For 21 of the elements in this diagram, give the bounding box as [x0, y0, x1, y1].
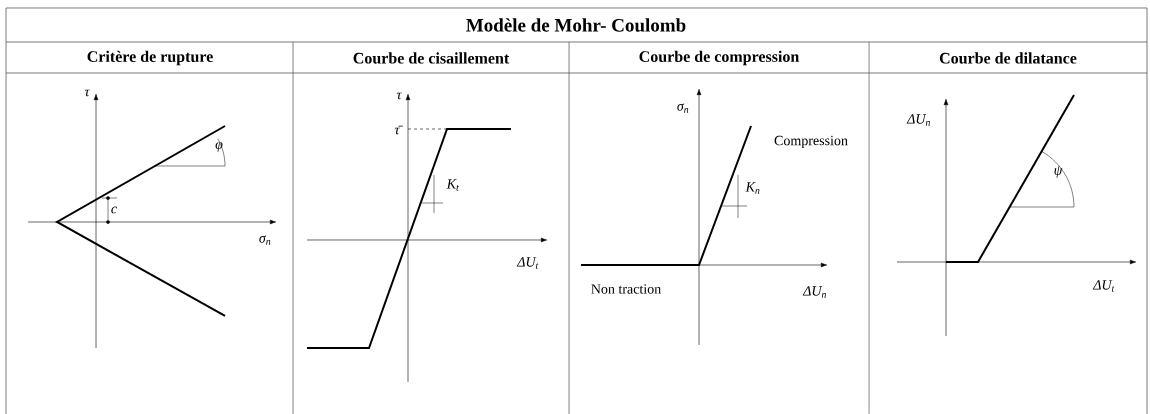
column-header: Courbe de compression	[639, 50, 800, 66]
angle-label: φ	[215, 142, 223, 152]
axis-label: ΔU$_{t}$	[516, 257, 539, 269]
slope-label: K$_{n}$	[745, 182, 760, 194]
column-header: Courbe de cisaillement	[353, 52, 510, 64]
angle-label: ψ	[1054, 166, 1063, 178]
column-header: Critère de rupture	[87, 50, 213, 66]
axis-label: ΔU$_{n}$	[906, 114, 930, 126]
value-label: τ̄	[394, 125, 403, 135]
table-title: Modèle de Mohr- Coulomb	[466, 18, 686, 32]
axis-label: ΔU$_{n}$	[802, 286, 826, 298]
axis-label: σ$_{n}$	[677, 103, 689, 113]
region-label: Compression	[774, 135, 848, 149]
axis-label: σ$_{n}$	[259, 235, 271, 245]
slope-label: K$_{t}$	[446, 179, 459, 191]
axis-label: τ	[396, 92, 402, 100]
axis-label: ΔU$_{t}$	[1092, 280, 1115, 292]
region-label: Non traction	[591, 284, 661, 294]
axis-label: τ	[84, 89, 90, 97]
column-header: Courbe de dilatance	[939, 52, 1077, 64]
dimension-label: c	[111, 206, 117, 214]
